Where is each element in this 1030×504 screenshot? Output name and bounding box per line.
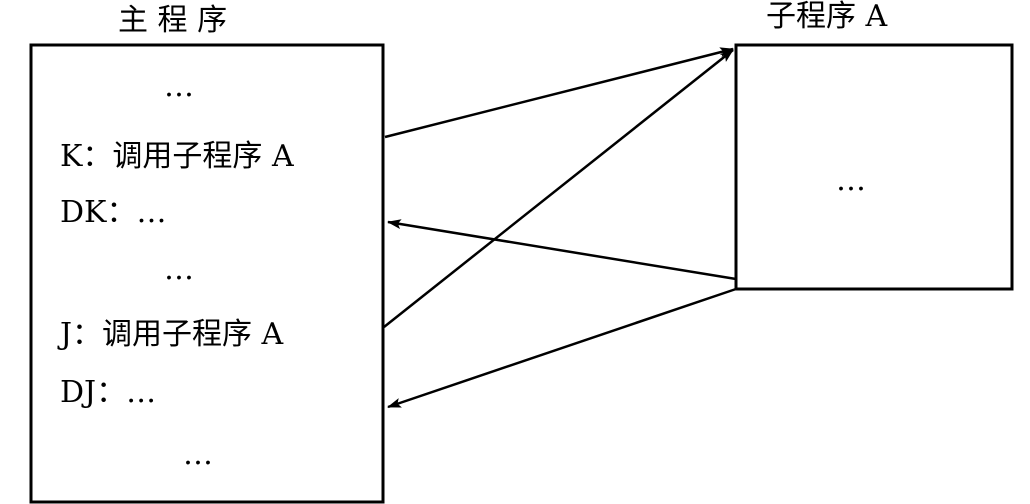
main-line-dj: DJ：… (60, 375, 157, 410)
return-arrow-dk (387, 219, 737, 281)
return-arrow-dj (387, 287, 737, 409)
main-line-call-k: K：调用子程序 A (60, 139, 294, 174)
main-line-ellipsis-2: … (164, 252, 194, 287)
subroutine-box (734, 43, 1014, 291)
main-line-ellipsis-1: … (164, 69, 194, 104)
main-program-box (29, 43, 385, 504)
call-arrow-k (384, 47, 734, 139)
subroutine-title: 子程序 A (766, 0, 888, 34)
main-line-dk: DK：… (60, 195, 167, 230)
main-line-ellipsis-3: … (183, 437, 213, 472)
main-program-title: 主 程 序 (118, 3, 228, 38)
subroutine-body: … (836, 163, 866, 198)
main-line-call-j: J：调用子程序 A (60, 317, 284, 352)
call-arrow-j (383, 49, 734, 328)
